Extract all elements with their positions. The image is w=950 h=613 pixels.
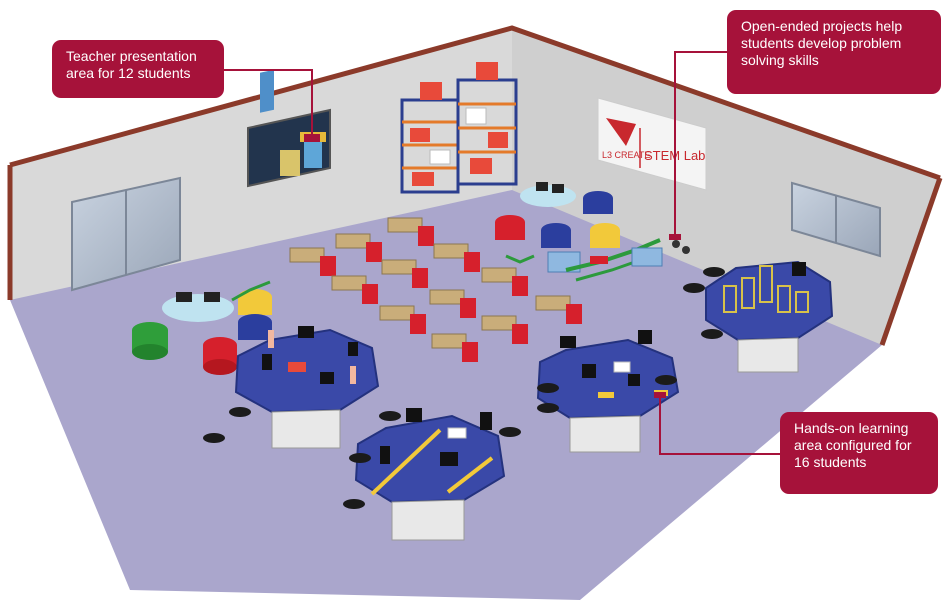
callout-line: students develop problem (741, 35, 902, 51)
round-table-back (520, 182, 576, 207)
round-table-left (162, 292, 234, 322)
callout-line: 16 students (794, 454, 867, 470)
project-builds (231, 238, 690, 302)
monitor-icon (262, 354, 272, 370)
monitor-icon (440, 452, 458, 466)
brand-shield-icon (606, 118, 636, 146)
monitor-icon (320, 372, 334, 384)
monitor-icon (298, 326, 314, 338)
monitor-icon (582, 364, 596, 378)
desk-row-3 (379, 267, 528, 334)
stool-icon (203, 267, 725, 509)
laptop-icon (176, 292, 192, 302)
wall-edge-right (879, 177, 943, 346)
octagon-table-1 (234, 326, 380, 449)
student-desks (289, 217, 582, 362)
desk-row-2 (331, 243, 480, 304)
monitor-icon (480, 412, 492, 430)
handson-leader-marker (654, 392, 666, 398)
callout-line: Open-ended projects help (741, 18, 903, 34)
monitor-icon (380, 446, 390, 464)
laptop-icon (204, 292, 220, 302)
callout-open-ended-projects: Open-ended projects help students develo… (727, 10, 941, 94)
monitor-icon (348, 342, 358, 356)
octagon-table-3 (705, 260, 834, 373)
teacher-leader-marker (304, 134, 320, 142)
monitor-icon (628, 374, 640, 386)
callout-line: solving skills (741, 52, 819, 68)
poufs (132, 191, 620, 375)
monitor-icon (406, 408, 422, 422)
callout-line: area for 12 students (66, 65, 191, 81)
handson-leader-line (659, 396, 780, 455)
octagon-table-4 (354, 408, 506, 541)
laptop-icon (536, 182, 548, 191)
projects-leader-marker (669, 234, 681, 240)
callout-line: area configured for (794, 437, 912, 453)
laptop-icon (552, 184, 564, 193)
storage-shelf-icon (400, 62, 518, 194)
teacher-leader-line (224, 69, 313, 140)
desk-row-4 (431, 295, 582, 362)
octagon-table-2 (536, 330, 680, 453)
callout-teacher-presentation: Teacher presentation area for 12 student… (52, 40, 224, 98)
callout-hands-on-learning: Hands-on learning area configured for 16… (780, 412, 938, 494)
sign-brand: L3 CREATE (602, 150, 650, 160)
callout-line: Hands-on learning (794, 420, 909, 436)
monitor-icon (560, 336, 576, 348)
callout-line: Teacher presentation (66, 48, 197, 64)
monitor-icon (792, 262, 806, 276)
wall-top-edge (9, 25, 941, 181)
projects-leader-line (674, 51, 727, 240)
monitor-icon (638, 330, 652, 344)
desk-row-1 (289, 217, 434, 276)
stem-lab-sign: L3 CREATE STEM Lab (597, 97, 707, 191)
